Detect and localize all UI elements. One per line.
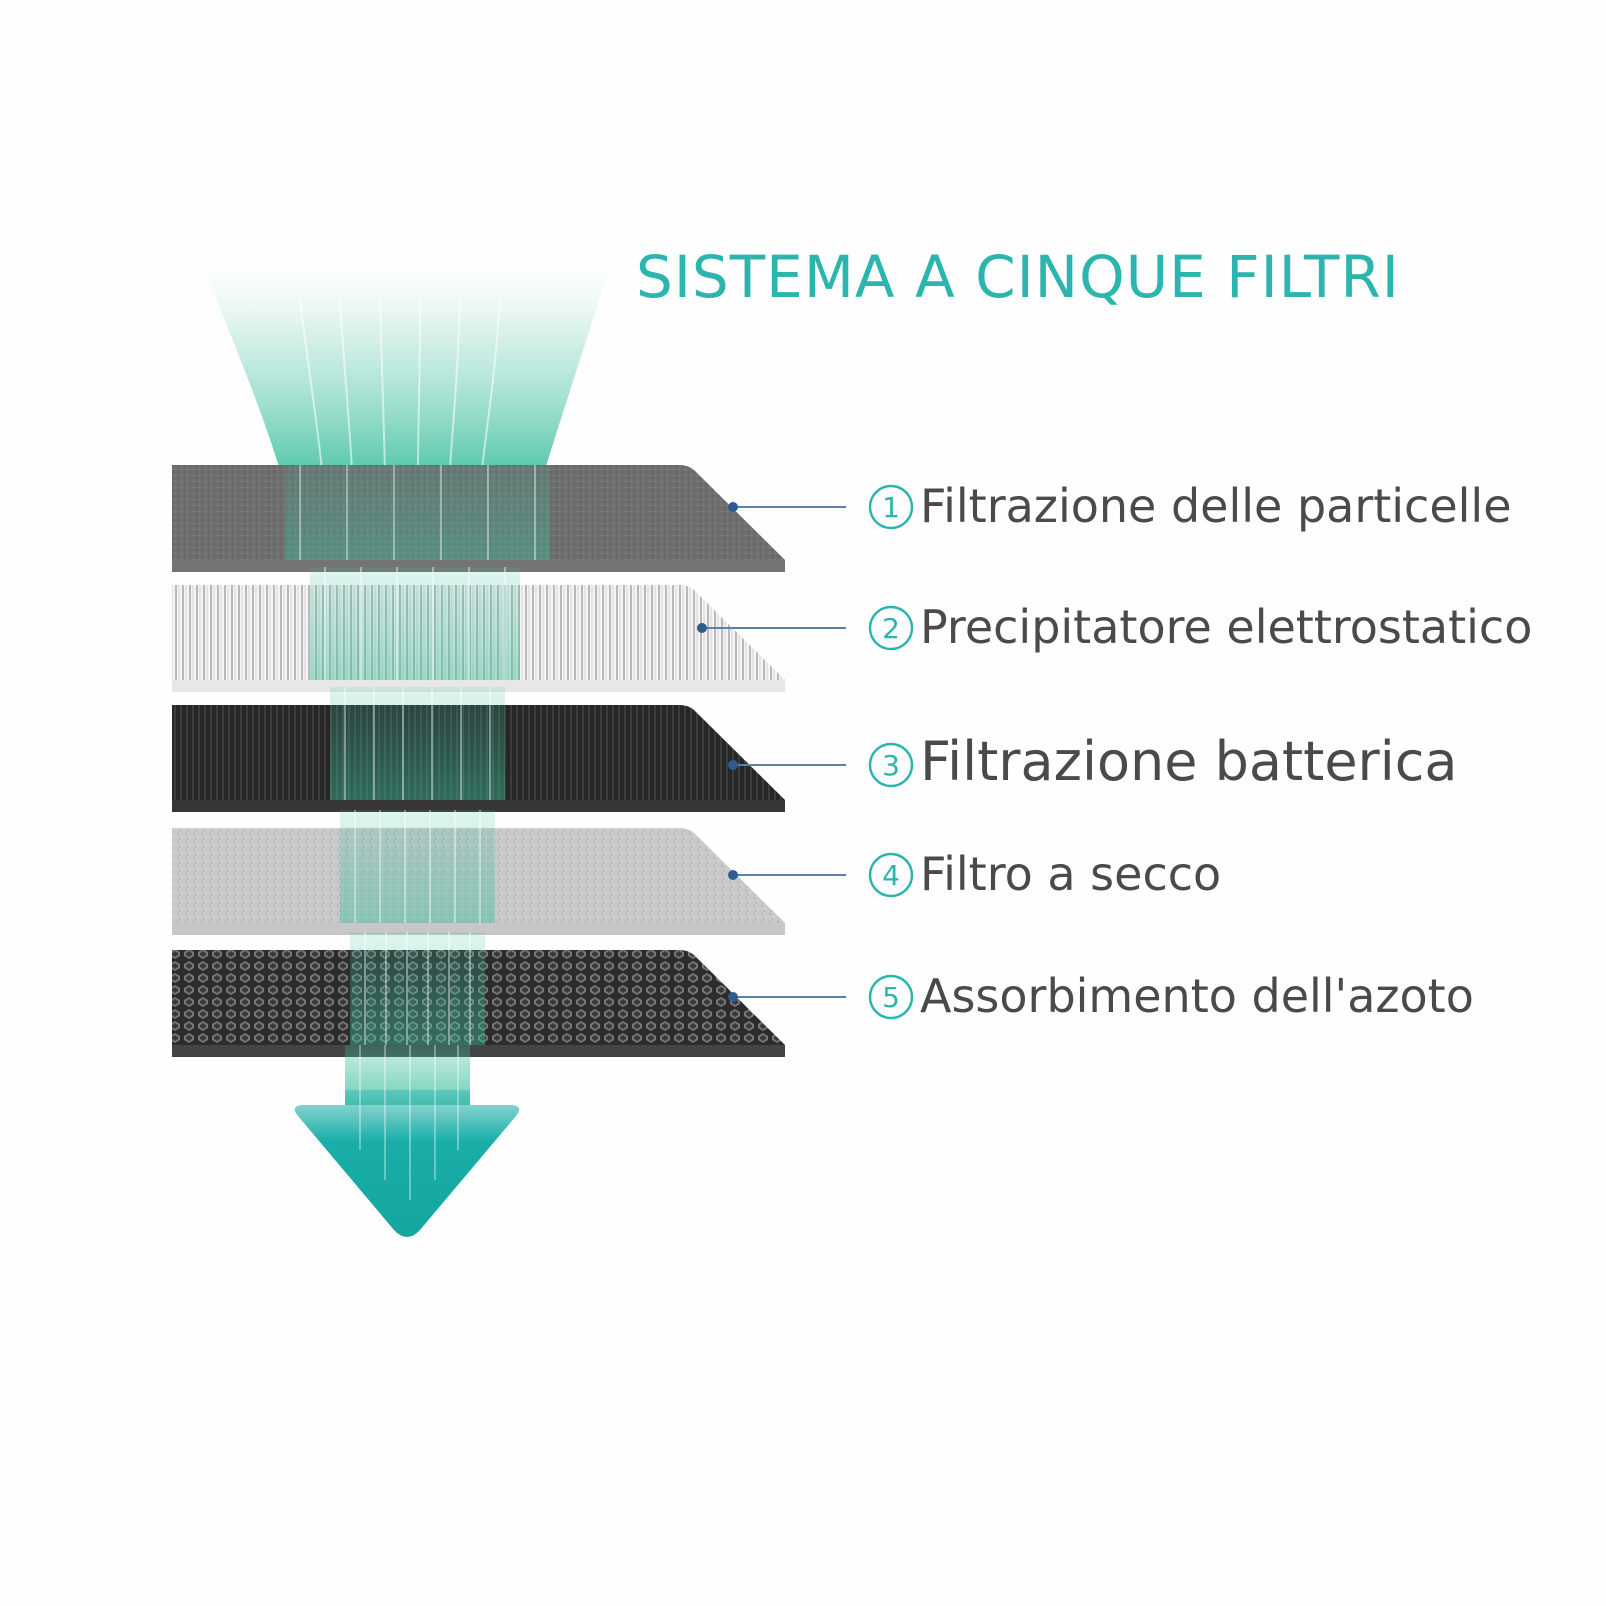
layer-number-badge [868,852,914,898]
diagram-title: SISTEMA A CINQUE FILTRI [636,243,1400,311]
layer-label: Filtro a secco [920,847,1221,901]
layer-number-badge [868,974,914,1020]
filter-layer-edge [172,800,785,812]
layer-number: 4 [882,859,900,892]
layer-label: Filtrazione batterica [920,730,1458,793]
filter-layer-edge [172,1045,785,1057]
leader-dot [728,502,738,512]
layer-label: Precipitatore elettrostatico [920,600,1532,654]
layer-label: Filtrazione delle particelle [920,479,1512,533]
layer-label: Assorbimento dell'azoto [920,969,1474,1023]
leader-dot [728,760,738,770]
incoming-airflow [195,250,615,471]
layer-number: 2 [882,612,900,645]
leader-dot [697,623,707,633]
layer-number-badge [868,742,914,788]
layer-number: 1 [882,491,900,524]
layer-labels: 1 Filtrazione delle particelle 2 Precipitat… [697,479,1532,1023]
layer-number-badge [868,605,914,651]
airflow-beam [310,567,520,680]
leader-dot [728,992,738,1002]
layer-number: 3 [882,749,900,782]
airflow-beam [285,465,550,560]
layer-number-badge [868,484,914,530]
filter-layer-edge [172,680,785,692]
airflow-beams [285,465,550,1045]
airflow-beam [330,687,505,800]
airflow-beam [350,932,485,1045]
arrow-down-icon [294,1045,520,1237]
filter-layer-edge [172,923,785,935]
airflow-beam [340,810,495,923]
layer-number: 5 [882,981,900,1014]
leader-dot [728,870,738,880]
